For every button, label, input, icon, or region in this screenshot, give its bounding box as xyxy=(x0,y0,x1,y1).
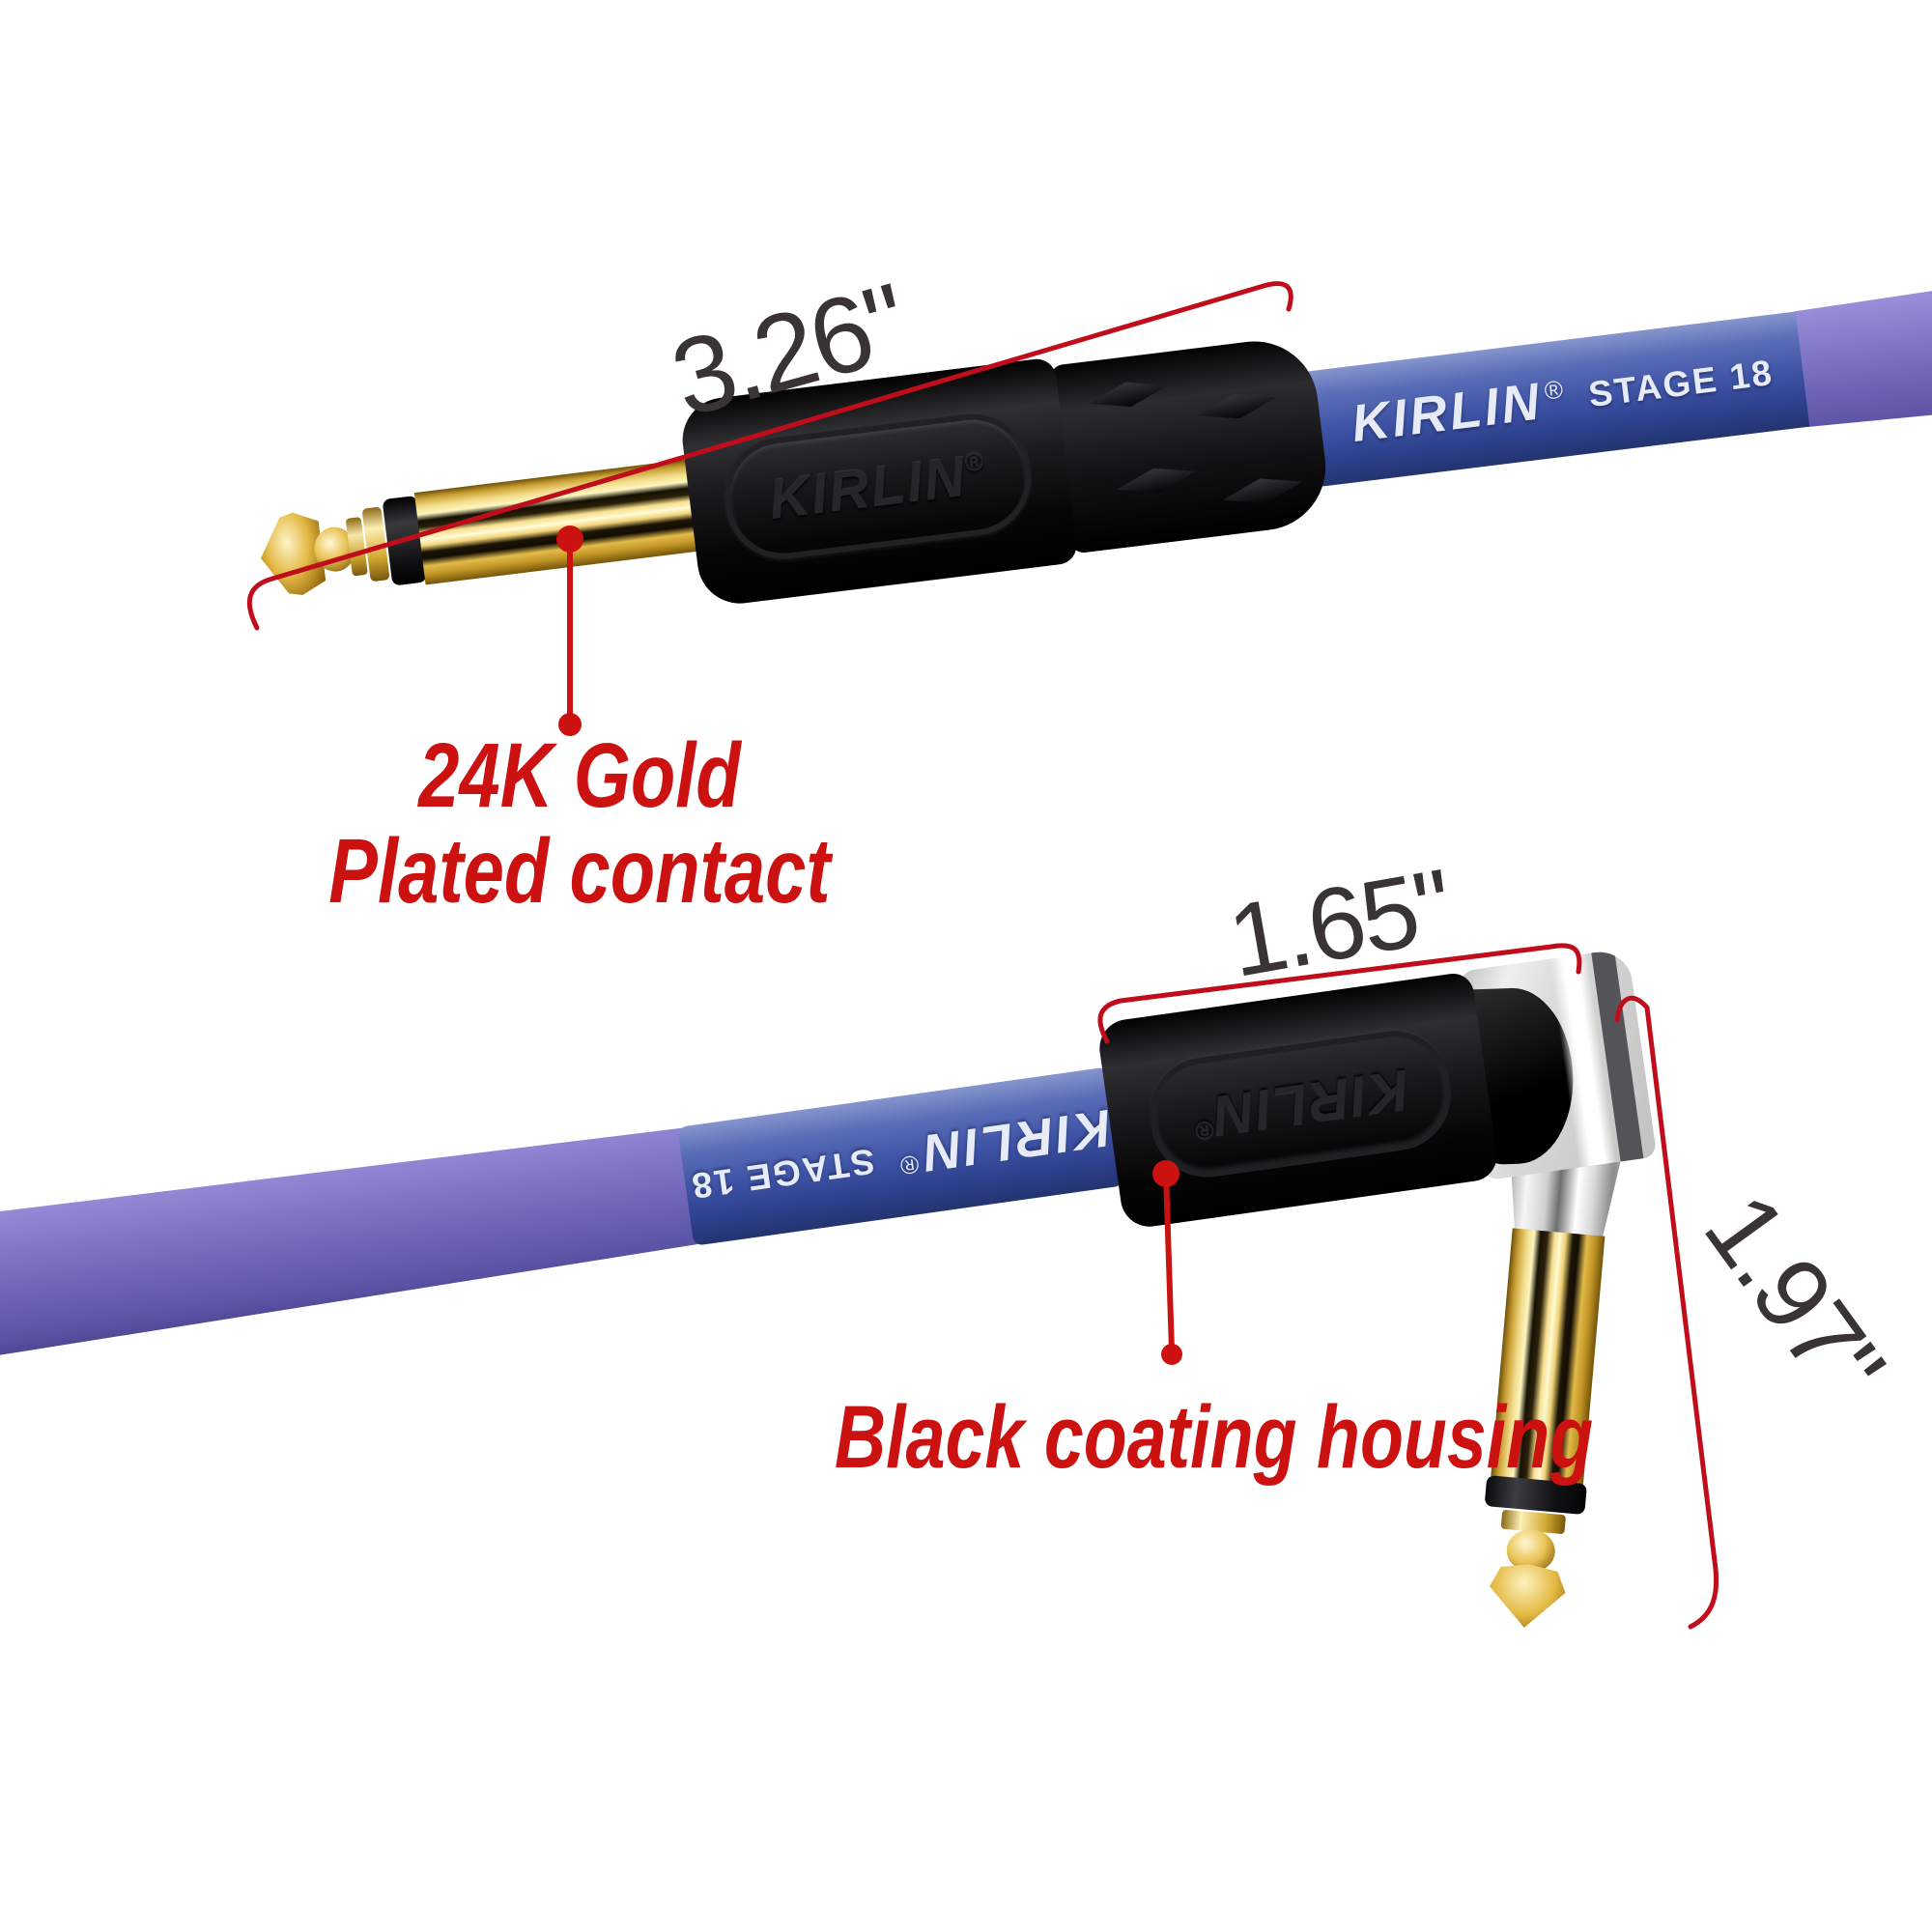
cable-brand-text: KIRLIN xyxy=(1348,372,1546,454)
callout-dot xyxy=(1161,1344,1182,1365)
cable-label-section: KIRLIN ® STAGE 18 xyxy=(677,1066,1125,1246)
strain-relief-grip xyxy=(1048,333,1333,554)
grip-diamond xyxy=(1189,384,1285,429)
gold-plug-tip xyxy=(1485,1561,1569,1632)
housing-logo: KIRLIN® xyxy=(1191,1058,1413,1149)
cable-brand-text: KIRLIN xyxy=(917,1097,1116,1182)
cable-purple-section xyxy=(0,1115,703,1356)
cable-series-text: STAGE 18 xyxy=(1586,352,1776,415)
grip-diamond xyxy=(1215,469,1311,514)
gold-plug-shaft xyxy=(413,459,700,585)
registered-mark: ® xyxy=(898,1150,922,1181)
callout-gold-plated: 24K Gold Plated contact xyxy=(309,728,850,920)
callout-black-housing: Black coating housing xyxy=(835,1388,1594,1487)
callout-gold-line2: Plated contact xyxy=(328,819,831,923)
cable-series-text: STAGE 18 xyxy=(688,1141,878,1207)
registered-mark: ® xyxy=(1542,374,1565,406)
right-angle-plug-assembly: KIRLIN ® STAGE 18 KIRLIN® xyxy=(0,928,1681,1406)
housing-logo: KIRLIN® xyxy=(765,444,987,531)
cable-print-upside-down: KIRLIN ® STAGE 18 xyxy=(687,1097,1116,1216)
cable-label-section: KIRLIN ® STAGE 18 xyxy=(1300,311,1810,488)
grip-diamond xyxy=(1108,458,1204,503)
straight-plug-assembly: KIRLIN® KIRLIN ® STAGE 18 xyxy=(248,224,1932,664)
callout-gold-line1: 24K Gold xyxy=(418,724,741,827)
cable-print: KIRLIN ® STAGE 18 xyxy=(1349,343,1777,454)
grip-diamond xyxy=(1080,372,1176,417)
housing-logo-plate: KIRLIN® xyxy=(718,407,1038,566)
housing-logo-plate: KIRLIN® xyxy=(1143,1023,1459,1185)
cable-purple-section xyxy=(1792,257,1932,436)
dimension-label-197: 1.97" xyxy=(1682,1173,1905,1420)
black-coating-housing: KIRLIN® xyxy=(1095,971,1500,1231)
